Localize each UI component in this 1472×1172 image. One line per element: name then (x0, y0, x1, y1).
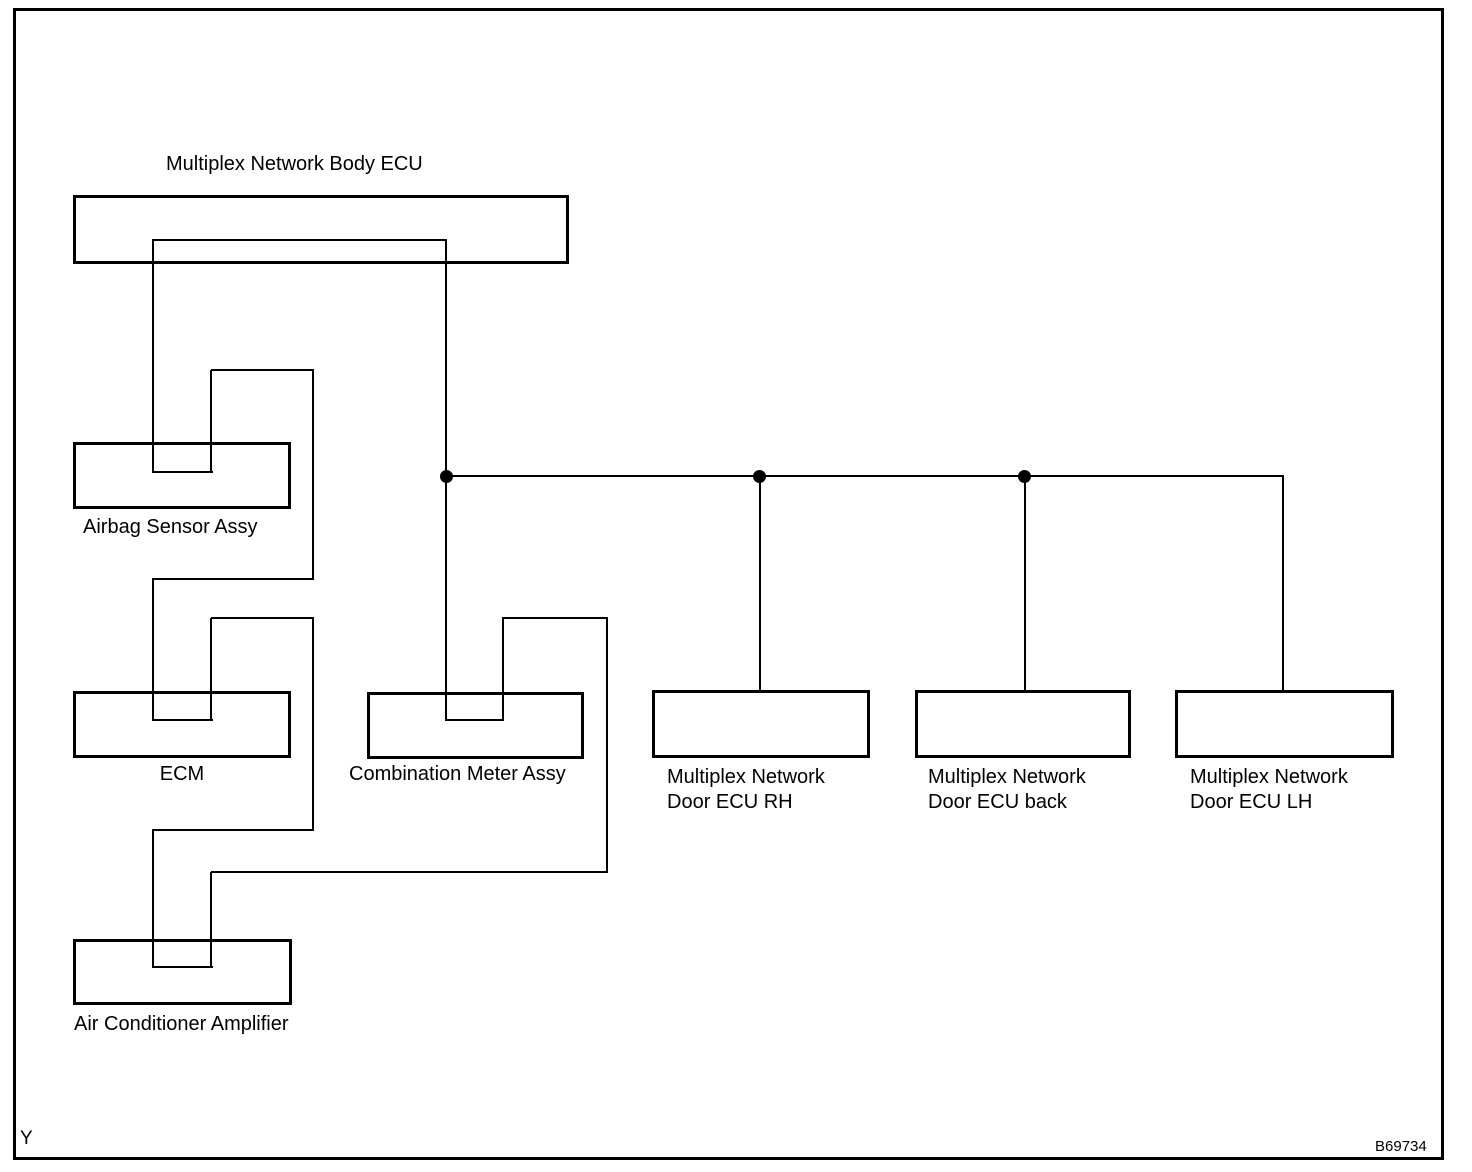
bus-junction-dot-door-back (1018, 470, 1031, 483)
figure-code: B69734 (1375, 1138, 1427, 1155)
label-ac-amplifier: Air Conditioner Amplifier (74, 1013, 289, 1035)
label-combination-meter: Combination Meter Assy (349, 763, 566, 785)
wire-drop-door-rh (759, 476, 761, 692)
wire-drop-door-lh (1282, 476, 1284, 692)
node-box-combination-meter (367, 692, 584, 759)
label-door-ecu-lh-line1: Multiplex Network (1190, 766, 1348, 788)
bus-junction-dot-meter (440, 470, 453, 483)
label-door-ecu-rh-line2: Door ECU RH (667, 791, 793, 813)
wire-meter-down-right (606, 618, 608, 873)
node-box-door-ecu-rh (652, 690, 870, 758)
label-ecm: ECM (159, 763, 205, 785)
wire-meter-uturn (502, 618, 504, 721)
wire-meter-exit-top (502, 617, 608, 619)
node-box-door-ecu-back (915, 690, 1131, 758)
wire-drop-into-ac (152, 830, 154, 968)
wire-ecm-uturn-up (210, 618, 212, 721)
label-door-ecu-back: Multiplex Network Door ECU back (928, 765, 1086, 815)
wire-ecm-exit-top (211, 617, 314, 619)
wire-meter-internal (446, 719, 504, 721)
wire-drop-body-to-airbag (152, 240, 154, 473)
outer-border (13, 8, 1444, 1160)
label-door-ecu-rh-line1: Multiplex Network (667, 766, 825, 788)
wire-network-bus (446, 475, 1284, 477)
wire-ecm-down-right (312, 618, 314, 831)
label-door-ecu-back-line2: Door ECU back (928, 791, 1067, 813)
bus-junction-dot-door-rh (753, 470, 766, 483)
wire-drop-door-back (1024, 476, 1026, 692)
wire-ecm-to-ac (152, 829, 314, 831)
wire-drop-into-ecm (152, 579, 154, 721)
node-box-door-ecu-lh (1175, 690, 1394, 758)
label-door-ecu-lh-line2: Door ECU LH (1190, 791, 1313, 813)
wire-airbag-to-ecm (152, 578, 314, 580)
node-box-airbag-sensor (73, 442, 291, 509)
node-box-body-ecu (73, 195, 569, 264)
label-door-ecu-rh: Multiplex Network Door ECU RH (667, 765, 825, 815)
label-door-ecu-lh: Multiplex Network Door ECU LH (1190, 765, 1348, 815)
wire-body-ecu-internal (152, 239, 447, 241)
wire-airbag-down-right (312, 370, 314, 580)
page-letter: Y (20, 1128, 33, 1149)
wire-airbag-uturn-up (210, 370, 212, 473)
label-airbag-sensor: Airbag Sensor Assy (83, 516, 258, 538)
wire-airbag-internal (152, 471, 213, 473)
label-door-ecu-back-line1: Multiplex Network (928, 766, 1086, 788)
wire-ac-to-meter (211, 871, 608, 873)
node-box-ecm (73, 691, 291, 758)
node-box-ac-amplifier (73, 939, 292, 1005)
label-body-ecu: Multiplex Network Body ECU (166, 153, 423, 175)
wire-ecm-internal (152, 719, 213, 721)
wire-ac-uturn-up (210, 872, 212, 968)
wire-ac-internal (152, 966, 213, 968)
wire-airbag-exit-top (211, 369, 314, 371)
